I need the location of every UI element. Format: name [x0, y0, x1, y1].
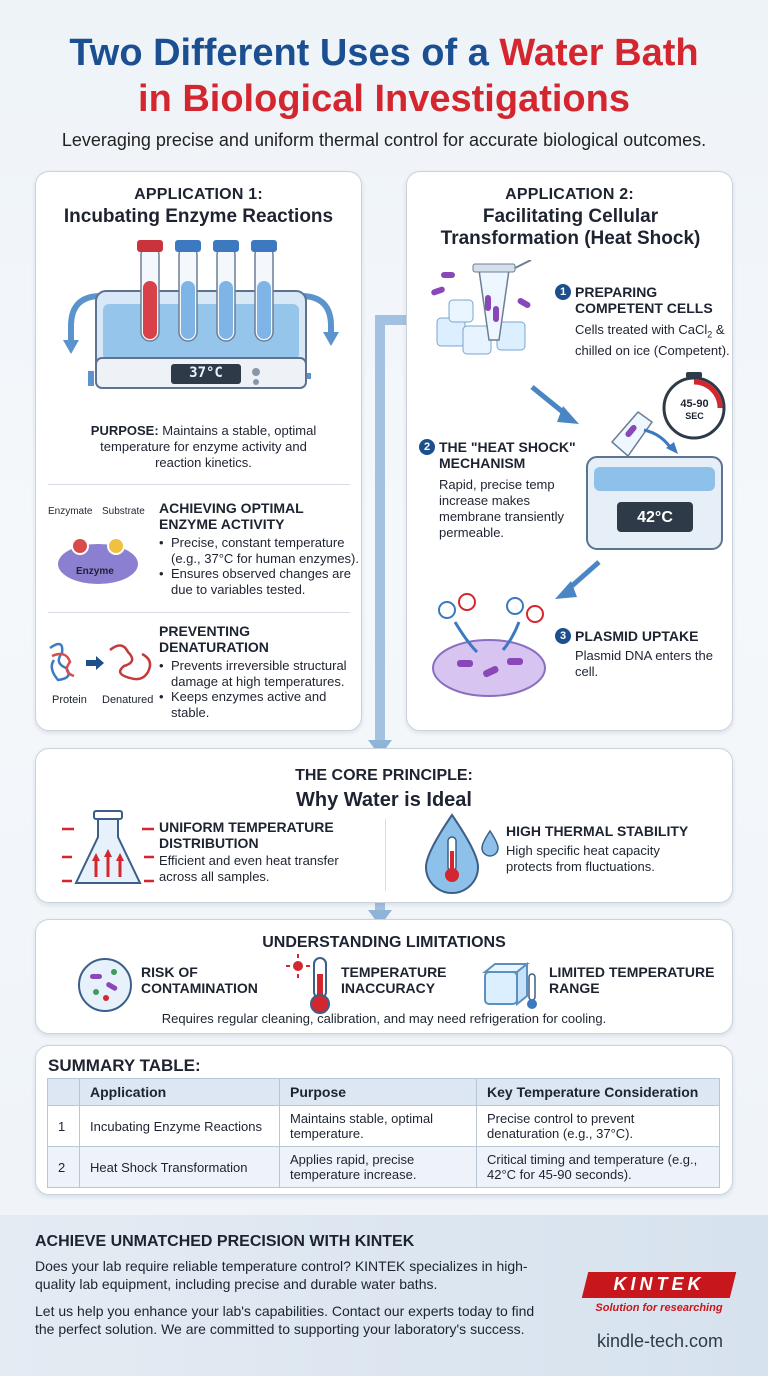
footer-heading: ACHIEVE UNMATCHED PRECISION WITH KINTEK [35, 1233, 415, 1250]
step-number: 3 [555, 628, 571, 644]
footer-banner: ACHIEVE UNMATCHED PRECISION WITH KINTEK … [0, 1215, 768, 1376]
bullet: Precise, constant temperature (e.g., 37°… [159, 535, 359, 566]
summary-table: Application Purpose Key Temperature Cons… [47, 1078, 720, 1188]
contamination-icon [78, 958, 132, 1012]
table-header: Application [79, 1078, 280, 1106]
limitations-title: UNDERSTANDING LIMITATIONS [262, 934, 506, 951]
heat-shock-bath-illustration [586, 372, 726, 550]
step-text-b: & chilled on ice (Competent). [575, 322, 730, 358]
section-denaturation-bullets: Prevents irreversible structural damage … [159, 658, 359, 720]
step-text: Cells treated with CaCl2 & chilled on ic… [575, 322, 735, 359]
label-protein: Protein [52, 694, 87, 706]
table-cell: Heat Shock Transformation [79, 1146, 280, 1188]
limitation-item: LIMITED TEMPERATURE RANGE [549, 964, 715, 996]
table-cell: Applies rapid, precise temperature incre… [279, 1146, 477, 1188]
core-principle-card: THE CORE PRINCIPLE: Why Water is Ideal U… [35, 748, 733, 903]
thermal-stability-title: HIGH THERMAL STABILITY [506, 823, 689, 839]
purpose-label: PURPOSE: [90, 423, 159, 438]
limitation-item: TEMPERATURE INACCURACY [341, 964, 447, 996]
flask-heat-distribution-icon [62, 810, 154, 884]
table-cell: 1 [47, 1105, 80, 1147]
label-denatured: Denatured [102, 694, 154, 706]
footer-paragraph-1: Does your lab require reliable temperatu… [35, 1258, 528, 1292]
page-subtitle: Leveraging precise and uniform thermal c… [61, 130, 707, 150]
bullet: Prevents irreversible structural damage … [159, 658, 359, 689]
summary-title: SUMMARY TABLE: [48, 1056, 201, 1075]
bath-display-temp: 37°C [189, 365, 223, 381]
plasmid-uptake-cell-illustration [432, 593, 546, 697]
footer-paragraph-2: Let us help you enhance your lab's capab… [35, 1303, 535, 1337]
table-row: 2 Heat Shock Transformation Applies rapi… [47, 1146, 720, 1188]
app1-purpose: PURPOSE: Maintains a stable, optimal tem… [76, 423, 331, 471]
step-text-a: Cells treated with CaCl [575, 322, 708, 337]
table-cell: Critical timing and temperature (e.g., 4… [476, 1146, 720, 1188]
divider [48, 484, 350, 485]
app2-title: Facilitating Cellular Transformation (He… [440, 206, 701, 249]
table-cell: Maintains stable, optimal temperature. [279, 1105, 477, 1147]
website-link[interactable]: kindle-tech.com [596, 1331, 724, 1351]
thermometer-icon [286, 954, 330, 1014]
purpose-text: Maintains a stable, optimal temperature … [100, 423, 317, 470]
label-enzyme: Enzyme [76, 566, 114, 577]
section-enzyme-activity-title: ACHIEVING OPTIMAL ENZYME ACTIVITY [159, 500, 304, 532]
title-part-1: Two Different Uses of a [69, 32, 500, 74]
table-header [47, 1078, 80, 1106]
enzyme-water-bath-illustration [63, 240, 339, 389]
table-cell: Precise control to prevent denaturation … [476, 1105, 720, 1147]
section-denaturation-title: PREVENTING DENATURATION [159, 623, 269, 655]
app1-label: APPLICATION 1: [134, 186, 263, 203]
core-title: Why Water is Ideal [296, 789, 472, 811]
step-text-sub: 2 [707, 329, 713, 340]
step-arrow-icon [530, 385, 579, 424]
page-title: Two Different Uses of a Water Bath in Bi… [0, 30, 768, 122]
bullet: Ensures observed changes are due to vari… [159, 566, 359, 597]
label-enzymate: Enzymate [48, 506, 93, 517]
step-title: PLASMID UPTAKE [575, 628, 699, 644]
protein-denaturation-icon [49, 642, 152, 682]
step-number: 1 [555, 284, 571, 300]
thermal-stability-text: High specific heat capacity protects fro… [506, 843, 660, 874]
core-label: THE CORE PRINCIPLE: [295, 767, 473, 784]
step-number: 2 [419, 439, 435, 455]
timer-unit: SEC [685, 411, 704, 421]
limitations-card: UNDERSTANDING LIMITATIONS RISK OF CONTAM… [35, 919, 733, 1034]
table-header: Key Temperature Consideration [476, 1078, 720, 1106]
app2-label: APPLICATION 2: [505, 186, 634, 203]
enzyme-substrate-icon [58, 537, 138, 584]
uniform-temp-text: Efficient and even heat transfer across … [159, 853, 339, 884]
timer-value: 45-90 [680, 398, 709, 410]
section-enzyme-activity-bullets: Precise, constant temperature (e.g., 37°… [159, 535, 359, 597]
app1-title: Incubating Enzyme Reactions [63, 206, 334, 227]
label-substrate: Substrate [102, 506, 145, 517]
brand-logo: KINTEK [613, 1274, 705, 1294]
table-cell: Incubating Enzyme Reactions [79, 1105, 280, 1147]
brand-tagline: Solution for researching [595, 1302, 723, 1314]
step-title: PREPARING COMPETENT CELLS [575, 284, 713, 316]
uniform-temp-title: UNIFORM TEMPERATURE DISTRIBUTION [159, 819, 334, 851]
step-title: THE "HEAT SHOCK" MECHANISM [439, 439, 576, 471]
step-text: Rapid, precise temp increase makes membr… [439, 477, 564, 540]
table-cell: 2 [47, 1146, 80, 1188]
limitations-note: Requires regular cleaning, calibration, … [161, 1011, 607, 1026]
water-drop-thermometer-icon [424, 813, 499, 894]
ice-cube-thermometer-icon [482, 961, 537, 1009]
table-row: 1 Incubating Enzyme Reactions Maintains … [47, 1105, 720, 1147]
title-line-2: in Biological Investigations [138, 78, 630, 120]
heat-shock-temp: 42°C [637, 509, 673, 526]
vertical-divider [385, 819, 386, 891]
divider [48, 612, 350, 613]
application-2-card: APPLICATION 2: Facilitating Cellular Tra… [406, 171, 733, 731]
step-text: Plasmid DNA enters the cell. [575, 648, 714, 679]
table-header: Purpose [279, 1078, 477, 1106]
step-arrow-icon [555, 560, 601, 599]
application-1-card: APPLICATION 1: Incubating Enzyme Reactio… [35, 171, 362, 731]
title-part-2: Water Bath [499, 32, 699, 74]
limitation-item: RISK OF CONTAMINATION [141, 964, 258, 996]
competent-cells-ice-illustration [431, 260, 532, 355]
bullet: Keeps enzymes active and stable. [159, 689, 359, 720]
